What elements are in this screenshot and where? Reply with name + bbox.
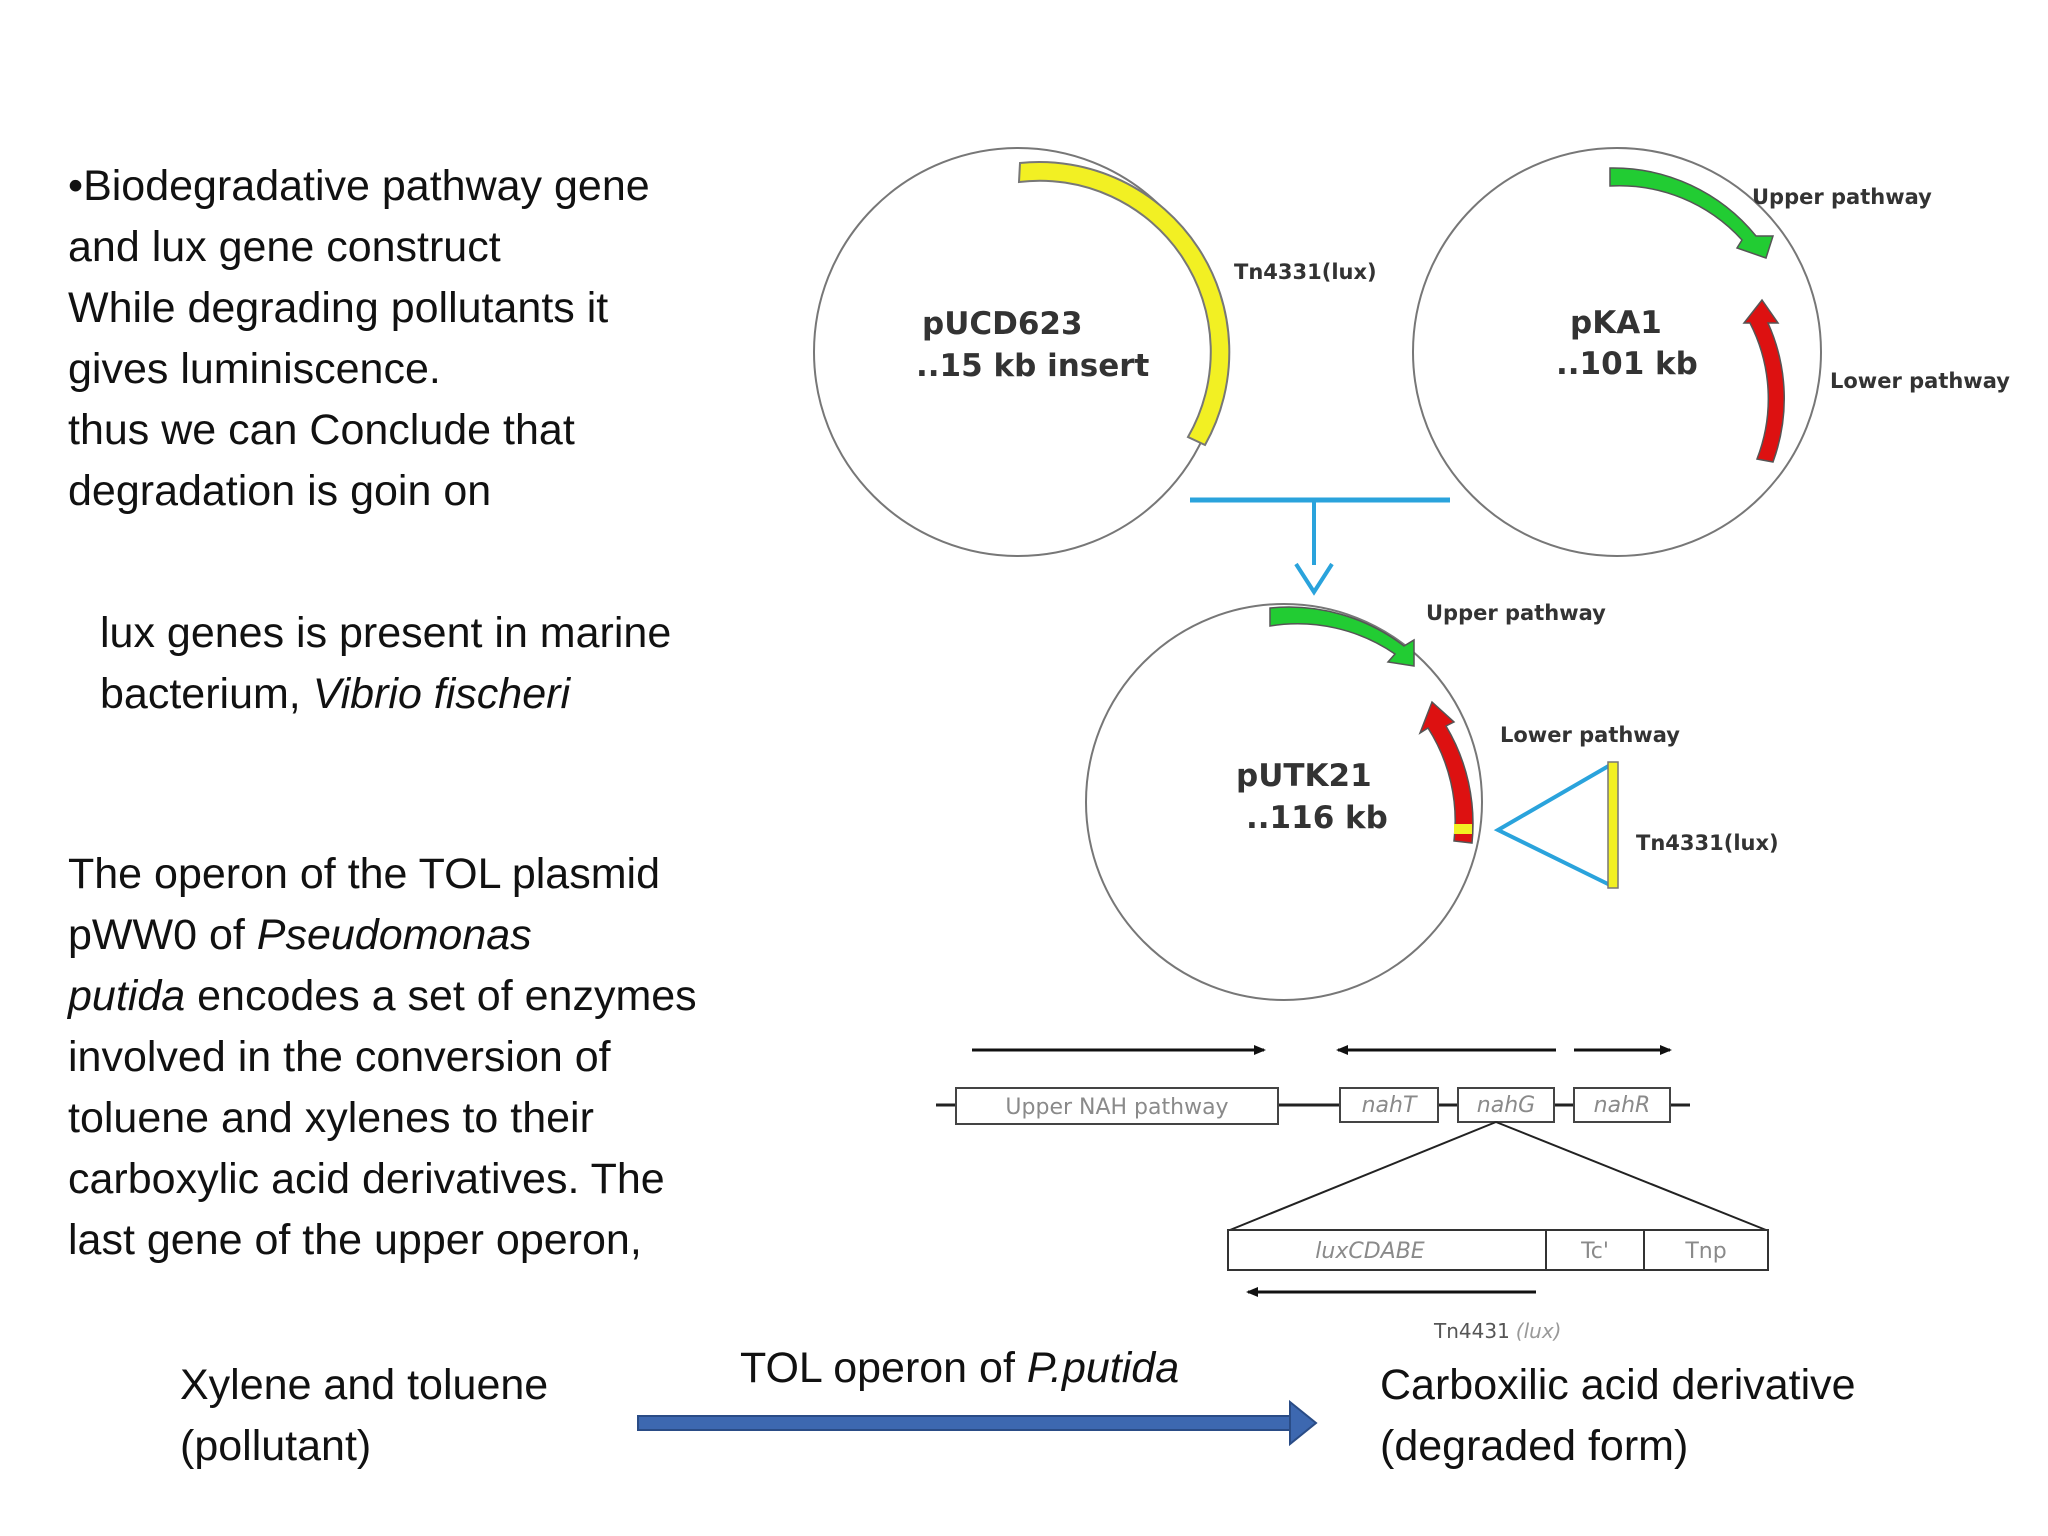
- tol-line-1: The operon of the TOL plasmid: [68, 850, 661, 898]
- pucd623-lux-insert: [1017, 161, 1231, 447]
- transposon-label: Tn4431(lux): [1433, 1319, 1561, 1343]
- putk21-insert-callout: [1493, 762, 1614, 888]
- arrow-label-prefix: TOL operon of: [740, 1344, 1027, 1392]
- putk21-upper-pathway: [1269, 606, 1415, 667]
- bullet-glyph: •: [68, 162, 84, 210]
- tol-genus: Pseudomonas: [256, 911, 532, 959]
- gene-tc-label: Tc': [1580, 1239, 1609, 1264]
- gene-nahG-label: nahG: [1477, 1093, 1535, 1118]
- tol-line-5: toluene and xylenes to their: [68, 1094, 594, 1142]
- intro-line-5: thus we can Conclude that: [68, 406, 575, 454]
- expansion-line-right: [1495, 1121, 1767, 1231]
- putk21-size: ..116 kb: [1246, 800, 1388, 836]
- gene-nahT-label: nahT: [1362, 1093, 1418, 1118]
- gene-tnp-label: Tnp: [1684, 1239, 1726, 1264]
- pka1-lower-label: Lower pathway: [1830, 369, 2010, 393]
- pka1-name: pKA1: [1570, 305, 1662, 341]
- gene-upper-nah: [955, 1087, 1279, 1125]
- tol-species: putida: [68, 972, 186, 1020]
- substrate-line-2: (pollutant): [180, 1422, 372, 1470]
- pka1-lower-pathway: [1742, 298, 1786, 463]
- gene-nahT: [1339, 1087, 1439, 1123]
- transposon-label-lux: (lux): [1516, 1319, 1562, 1343]
- reaction-product: Carboxilic acid derivative (degraded for…: [1380, 1355, 1856, 1477]
- gene-nahR-label: nahR: [1594, 1093, 1651, 1118]
- merge-arrowhead: [1294, 562, 1334, 596]
- reaction-substrate: Xylene and toluene (pollutant): [180, 1355, 548, 1477]
- putk21-name: pUTK21: [1236, 758, 1372, 794]
- tol-line-2-prefix: pWW0 of: [68, 911, 257, 959]
- putk21-lux-marker: [1454, 824, 1472, 834]
- tol-line-6: carboxylic acid derivatives. The: [68, 1155, 665, 1203]
- tol-line-3-suffix: encodes a set of enzymes: [185, 972, 697, 1020]
- intro-line-6: degradation is goin on: [68, 467, 492, 515]
- tol-text: The operon of the TOL plasmid pWW0 of Ps…: [68, 844, 697, 1271]
- pka1-size: ..101 kb: [1556, 346, 1698, 382]
- transposon-box: [1227, 1229, 1769, 1271]
- reaction-arrow-shaft: [637, 1415, 1293, 1431]
- reaction-arrow-head: [1289, 1399, 1318, 1447]
- lux-note-species: Vibrio fischeri: [312, 670, 571, 718]
- gene-luxCDABE-label: luxCDABE: [1315, 1239, 1425, 1264]
- transposon-label-name: Tn4431: [1433, 1319, 1510, 1343]
- intro-line-2: and lux gene construct: [68, 223, 501, 271]
- arrow-label-organism: P.putida: [1026, 1344, 1180, 1392]
- product-line-2: (degraded form): [1380, 1422, 1689, 1470]
- nah-gene-map: Upper NAH pathway nahT nahG nahR luxCDAB…: [936, 1045, 1769, 1343]
- putk21-upper-label: Upper pathway: [1426, 601, 1606, 625]
- putk21-lux-insert: [1607, 761, 1619, 889]
- substrate-line-1: Xylene and toluene: [180, 1361, 549, 1409]
- pucd623-name: pUCD623: [922, 306, 1083, 342]
- putk21-insert-label: Tn4331(lux): [1636, 831, 1779, 855]
- plasmid-pka1: pKA1 ..101 kb Upper pathway Lower pathwa…: [1412, 147, 2010, 557]
- pucd623-size: ..15 kb insert: [916, 348, 1150, 384]
- intro-line-4: gives luminiscence.: [68, 345, 441, 393]
- putk21-lower-pathway: [1418, 700, 1474, 844]
- intro-line-1: Biodegradative pathway gene: [83, 162, 650, 210]
- gene-nahR: [1573, 1087, 1671, 1123]
- intro-line-3: While degrading pollutants it: [68, 284, 609, 332]
- tol-line-7: last gene of the upper operon,: [68, 1216, 642, 1264]
- plasmid-pucd623: pUCD623 ..15 kb insert Tn4331(lux): [813, 147, 1377, 557]
- product-line-1: Carboxilic acid derivative: [1380, 1361, 1856, 1409]
- pucd623-insert-label: Tn4331(lux): [1234, 260, 1377, 284]
- gene-upper-nah-label: Upper NAH pathway: [1005, 1095, 1228, 1120]
- lux-note-line-1: lux genes is present in marine: [100, 609, 672, 657]
- expansion-line-left: [1229, 1121, 1497, 1231]
- pka1-backbone: [1412, 147, 1822, 557]
- gene-nahG: [1457, 1087, 1555, 1123]
- reaction-arrow: [637, 1399, 1318, 1447]
- lux-note-text: lux genes is present in marine bacterium…: [100, 603, 671, 725]
- pka1-upper-label: Upper pathway: [1752, 185, 1932, 209]
- pka1-upper-pathway: [1609, 167, 1775, 259]
- reaction-arrow-label: TOL operon of P.putida: [740, 1338, 1179, 1399]
- lux-note-line-2-prefix: bacterium,: [100, 670, 313, 718]
- intro-text: •Biodegradative pathway gene and lux gen…: [68, 156, 650, 522]
- putk21-backbone: [1085, 603, 1483, 1001]
- tol-line-4: involved in the conversion of: [68, 1033, 611, 1081]
- plasmid-putk21: pUTK21 ..116 kb Upper pathway Lower path…: [1085, 601, 1779, 1001]
- merge-connector: [1190, 497, 1450, 596]
- putk21-lower-label: Lower pathway: [1500, 723, 1680, 747]
